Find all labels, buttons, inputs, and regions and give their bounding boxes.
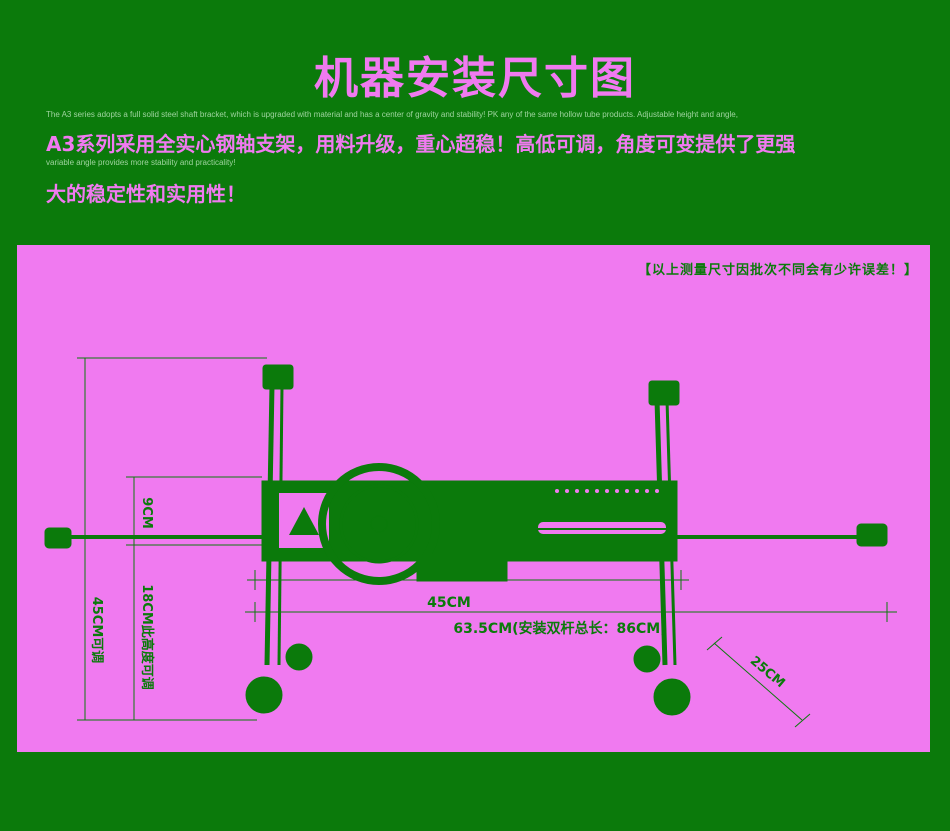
description-cn-line-1: A3系列采用全实心钢轴支架，用料升级，重心超稳！高低可调，角度可变提供了更强 — [46, 132, 796, 156]
description-cn-line-2: 大的稳定性和实用性！ — [46, 182, 246, 206]
right-leg-cap — [648, 380, 680, 406]
description-en-line-2: variable angle provides more stability a… — [46, 158, 236, 167]
dim-45cm: 45CM — [427, 595, 471, 611]
right-wheel-rear — [633, 645, 661, 673]
flywheel — [318, 463, 440, 585]
dim-63-5cm: 63.5CM(安装双杆总长：86CM) — [453, 620, 666, 637]
dim-9cm: 9CM — [139, 497, 154, 529]
dimension-panel: 【以上测量尺寸因批次不同会有少许误差！】 — [17, 245, 930, 752]
dim-45cm-height: 45CM可调 — [89, 597, 104, 664]
page-title: 机器安装尺寸图 — [314, 53, 636, 104]
left-wheel-rear — [285, 643, 313, 671]
measurement-note: 【以上测量尺寸因批次不同会有少许误差！】 — [637, 263, 918, 278]
left-wheel — [245, 676, 283, 714]
left-rod-knob — [44, 527, 72, 549]
right-wheel — [653, 678, 691, 716]
dim-25cm: 25CM — [747, 654, 788, 692]
left-leg-cap — [262, 364, 294, 390]
right-rod-knob — [856, 523, 888, 547]
machine-dimension-drawing: 9CM 18CM此高度可调 45CM可调 45CM 63.5CM(安装双杆总长：… — [44, 357, 897, 728]
dim-18cm-adjustable: 18CM此高度可调 — [139, 584, 155, 690]
description-en-line-1: The A3 series adopts a full solid steel … — [46, 110, 738, 119]
